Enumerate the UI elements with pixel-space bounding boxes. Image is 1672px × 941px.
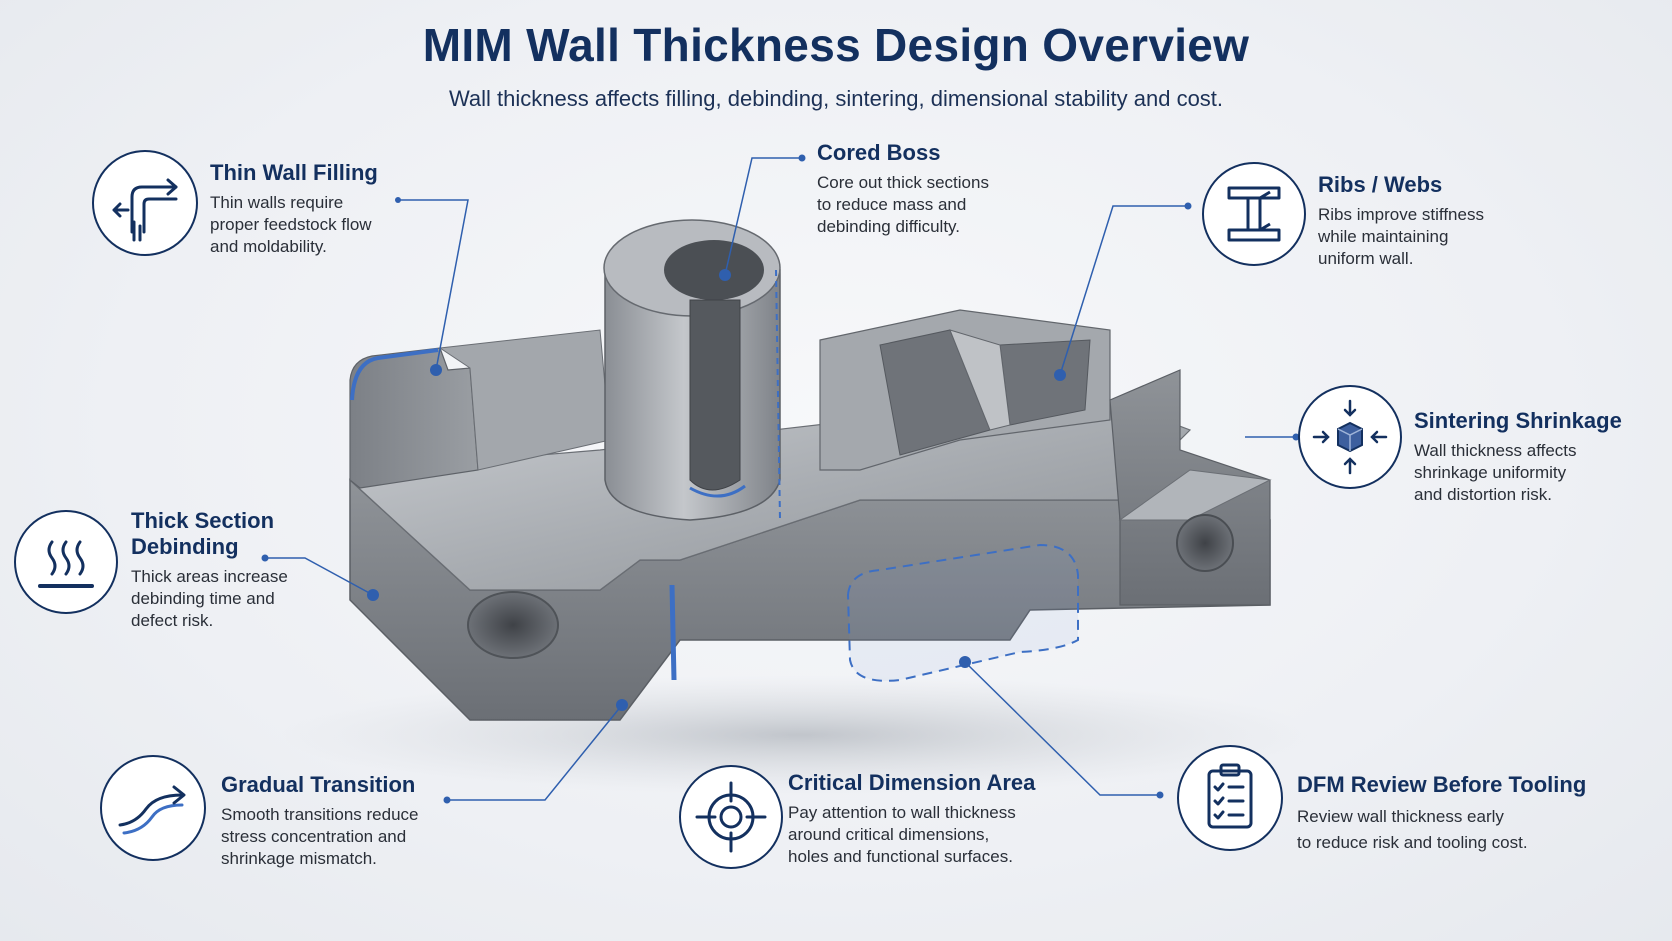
page-title: MIM Wall Thickness Design Overview [422,19,1250,71]
callout-title: Thick Section Debinding [131,508,351,560]
callout-desc: Thin walls require proper feedstock flow… [210,192,440,258]
callout-critical-dimension-area: Critical Dimension Area Pay attention to… [788,770,1088,868]
clipboard-checklist-icon [1177,745,1283,851]
desc-line: shrinkage mismatch. [221,849,377,868]
desc-line: while maintaining [1318,227,1449,246]
desc-line: Thick areas increase [131,567,288,586]
desc-line: to reduce risk and tooling cost. [1297,833,1528,852]
cored-boss-bore [664,240,764,300]
callout-thin-wall-filling: Thin Wall Filling Thin walls require pro… [210,160,440,258]
desc-line: and distortion risk. [1414,485,1552,504]
callout-title: Thin Wall Filling [210,160,378,185]
callout-ribs-webs: Ribs / Webs Ribs improve stiffness while… [1318,172,1558,270]
desc-line: uniform wall. [1318,249,1414,268]
callout-desc: Ribs improve stiffness while maintaining… [1318,204,1558,270]
i-beam-icon [1202,162,1306,266]
transition-highlight [669,584,677,681]
leader-dots [261,154,1300,804]
desc-line: Review wall thickness early [1297,807,1504,826]
callout-desc: Thick areas increase debinding time and … [131,566,351,632]
desc-line: debinding difficulty. [817,217,961,236]
desc-line: proper feedstock flow [210,215,372,234]
callout-title: Cored Boss [817,140,941,165]
title-line: Debinding [131,534,239,559]
callout-cored-boss: Cored Boss Core out thick sections to re… [817,140,1077,238]
desc-line: Wall thickness affects [1414,441,1577,460]
left-hole [467,591,559,659]
callout-title: Sintering Shrinkage [1414,408,1622,433]
callout-title: Gradual Transition [221,772,416,797]
callout-thick-section-debinding: Thick Section Debinding Thick areas incr… [131,508,351,632]
desc-line: and moldability. [210,237,327,256]
heat-waves-icon [14,510,118,614]
right-hole [1176,514,1234,572]
critical-zone-outline [846,543,1079,682]
curve-arrow-icon [100,755,206,861]
flow-bend-icon [92,150,198,256]
callout-desc: Smooth transitions reduce stress concent… [221,804,481,870]
callout-desc: Review wall thickness early to reduce ri… [1297,804,1637,856]
desc-line: Core out thick sections [817,173,989,192]
callout-desc: Core out thick sections to reduce mass a… [817,172,1077,238]
title-line: Thick Section [131,508,275,533]
desc-line: debinding time and [131,589,275,608]
desc-line: stress concentration and [221,827,407,846]
desc-line: holes and functional surfaces. [788,847,1013,866]
rib-web [949,329,1011,431]
desc-line: Thin walls require [210,193,344,212]
callout-desc: Wall thickness affects shrinkage uniform… [1414,440,1664,506]
desc-line: Pay attention to wall thickness [788,803,1016,822]
page-subtitle: Wall thickness affects filling, debindin… [448,86,1224,111]
callout-dfm-review: DFM Review Before Tooling Review wall th… [1297,772,1637,856]
callout-gradual-transition: Gradual Transition Smooth transitions re… [221,772,481,870]
shrink-cube-icon [1298,385,1402,489]
desc-line: shrinkage uniformity [1414,463,1567,482]
thin-wall-highlight [350,348,439,401]
desc-line: to reduce mass and [817,195,967,214]
desc-line: Smooth transitions reduce [221,805,419,824]
cored-boss-slot [689,299,741,491]
leader-lines [265,157,1296,801]
callout-desc: Pay attention to wall thickness around c… [788,802,1088,868]
left-thin-wall [349,347,479,489]
desc-line: around critical dimensions, [788,825,990,844]
callout-sintering-shrinkage: Sintering Shrinkage Wall thickness affec… [1414,408,1664,506]
desc-line: defect risk. [131,611,214,630]
callout-title: DFM Review Before Tooling [1297,772,1587,797]
desc-line: Ribs improve stiffness [1318,205,1484,224]
callout-title: Critical Dimension Area [788,770,1036,795]
crosshair-icon [679,765,783,869]
callout-title: Ribs / Webs [1318,172,1443,197]
